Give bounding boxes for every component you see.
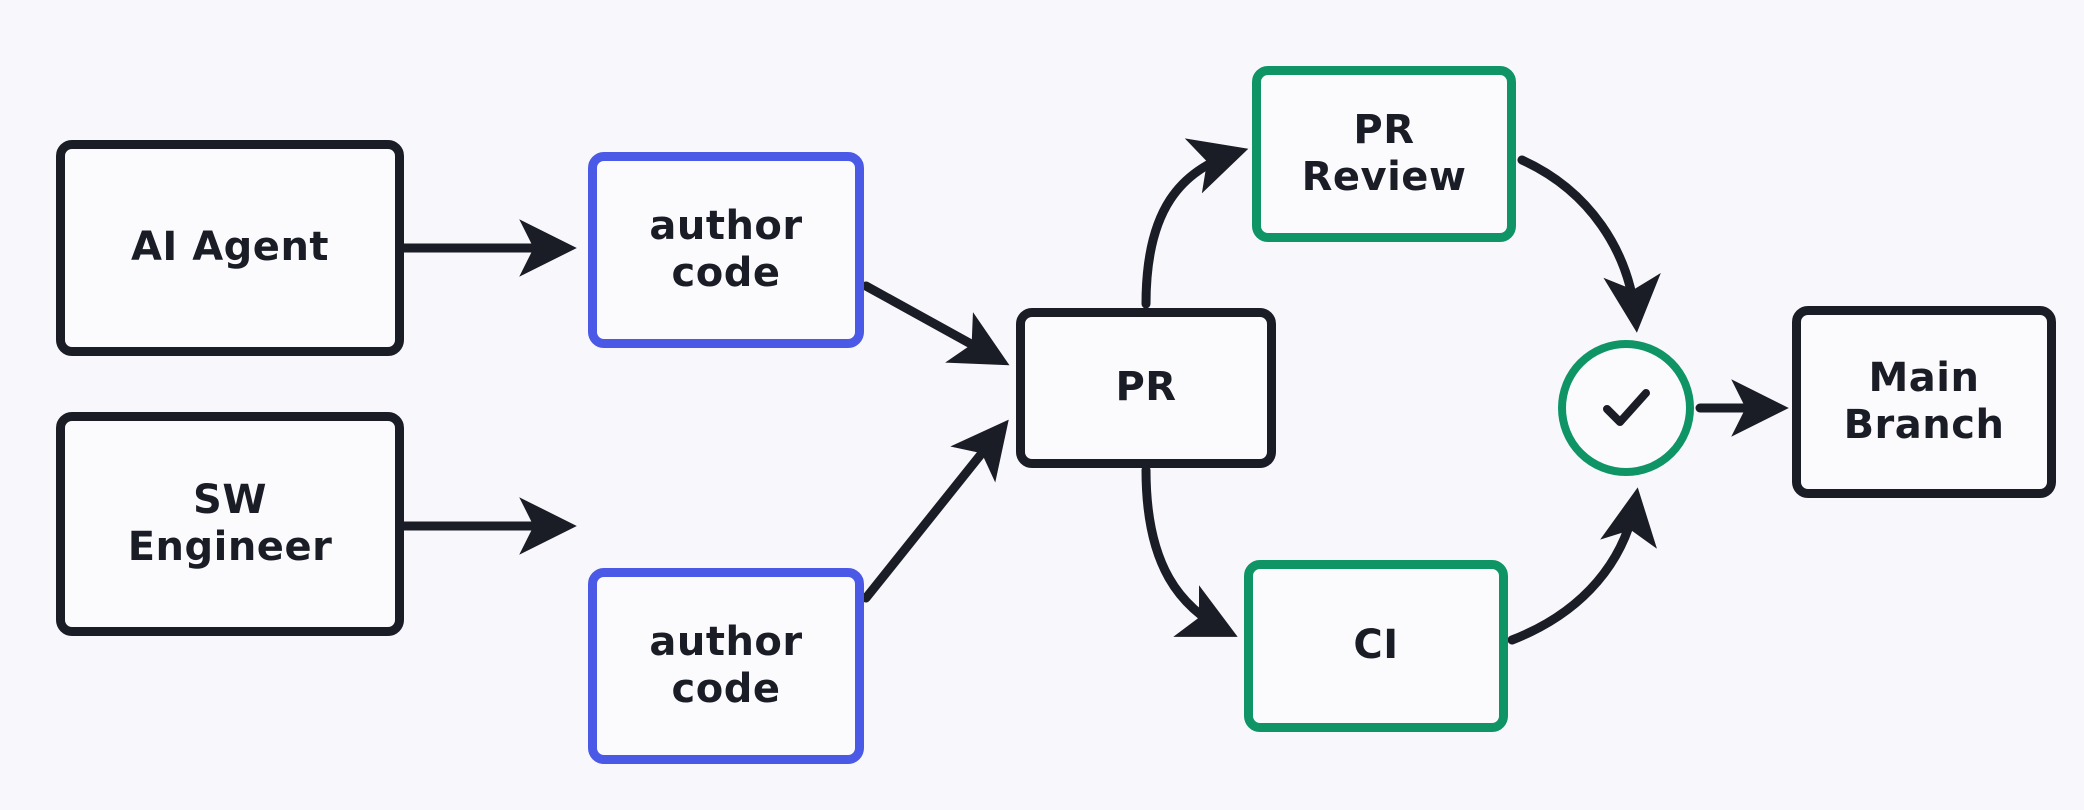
- edge-author-code-top-to-pr: [861, 281, 1010, 366]
- node-ci[interactable]: CI: [1244, 560, 1508, 732]
- node-pr-label: PR: [1115, 364, 1177, 411]
- edge-pr-review-to-check: [1517, 155, 1661, 333]
- edge-pr-to-pr-review: [1141, 138, 1249, 309]
- node-pr[interactable]: PR: [1016, 308, 1276, 468]
- node-ci-label: CI: [1353, 622, 1399, 669]
- node-pr-review[interactable]: PR Review: [1252, 66, 1516, 242]
- node-pr-review-label: PR Review: [1301, 106, 1467, 200]
- node-sw-engineer[interactable]: SW Engineer: [56, 412, 404, 636]
- node-author-code-bottom[interactable]: author code: [588, 568, 864, 764]
- node-sw-engineer-label: SW Engineer: [127, 476, 333, 570]
- edge-author-code-bottom-to-pr: [861, 419, 1009, 603]
- node-main-branch-label: Main Branch: [1843, 354, 2005, 448]
- node-ai-agent-label: AI Agent: [130, 224, 330, 271]
- check-icon: [1591, 373, 1661, 443]
- edge-ci-to-check: [1507, 487, 1657, 645]
- node-author-code-top[interactable]: author code: [588, 152, 864, 348]
- merge-check-node[interactable]: [1558, 340, 1694, 476]
- edge-pr-to-ci: [1141, 465, 1238, 637]
- node-main-branch[interactable]: Main Branch: [1792, 306, 2056, 498]
- node-author-code-bottom-label: author code: [649, 618, 803, 712]
- node-ai-agent[interactable]: AI Agent: [56, 140, 404, 356]
- node-author-code-top-label: author code: [649, 202, 803, 296]
